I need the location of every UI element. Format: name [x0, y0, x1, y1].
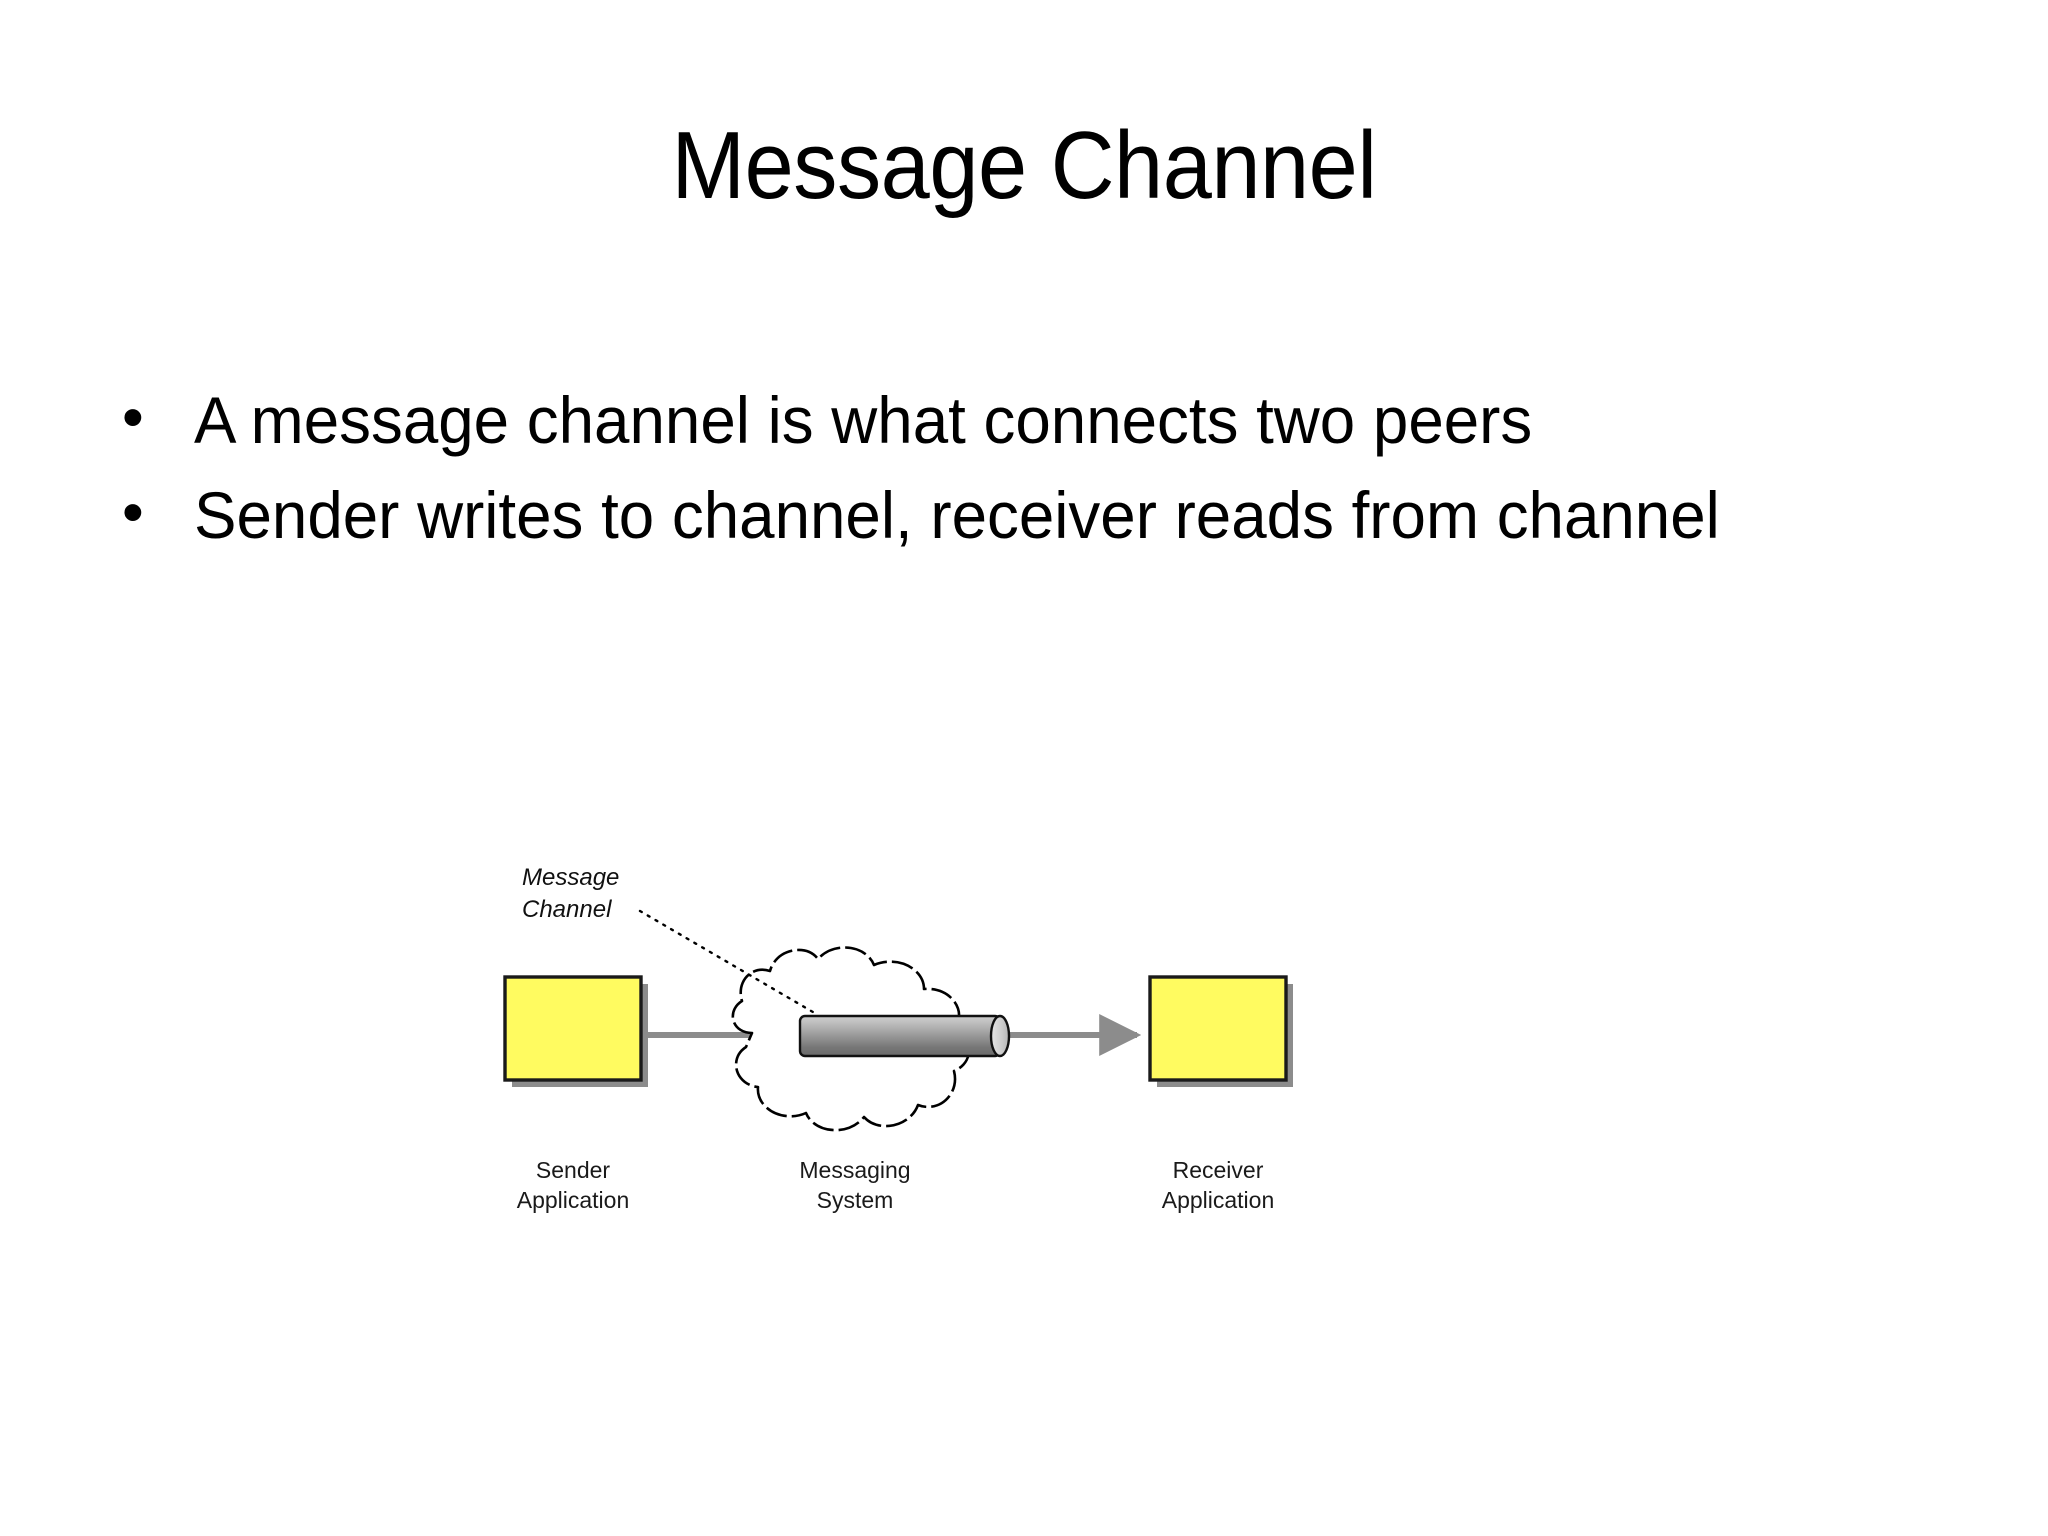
channel-pipe-icon: [798, 1014, 1011, 1058]
caption-line-1: Messaging: [799, 1157, 910, 1183]
list-item: • A message channel is what connects two…: [112, 380, 1942, 461]
bullet-text: Sender writes to channel, receiver reads…: [194, 477, 1720, 552]
caption-messaging-system: Messaging System: [799, 1157, 910, 1213]
messaging-diagram: Message Channel Sender Ap: [500, 845, 1300, 1265]
bullet-text: A message channel is what connects two p…: [194, 383, 1533, 457]
callout-line-1: Message: [522, 864, 619, 891]
caption-line-2: System: [817, 1187, 894, 1213]
callout-line-2: Channel: [522, 896, 612, 923]
bullet-marker-icon: •: [122, 383, 144, 452]
caption-line-1: Sender: [536, 1157, 611, 1183]
page-title: Message Channel: [671, 112, 1377, 219]
caption-sender: Sender Application: [517, 1157, 630, 1213]
caption-line-2: Application: [517, 1187, 630, 1213]
caption-receiver: Receiver Application: [1162, 1157, 1275, 1213]
receiver-application-box: [1148, 975, 1293, 1087]
callout-message-channel: Message Channel: [522, 864, 820, 1017]
sender-application-box: [503, 975, 648, 1087]
caption-line-1: Receiver: [1173, 1157, 1264, 1183]
list-item: • Sender writes to channel, receiver rea…: [112, 475, 1942, 556]
bullet-marker-icon: •: [122, 477, 144, 547]
bullet-list: • A message channel is what connects two…: [112, 380, 1942, 569]
caption-line-2: Application: [1162, 1187, 1275, 1213]
callout-leader-line: [638, 909, 820, 1017]
